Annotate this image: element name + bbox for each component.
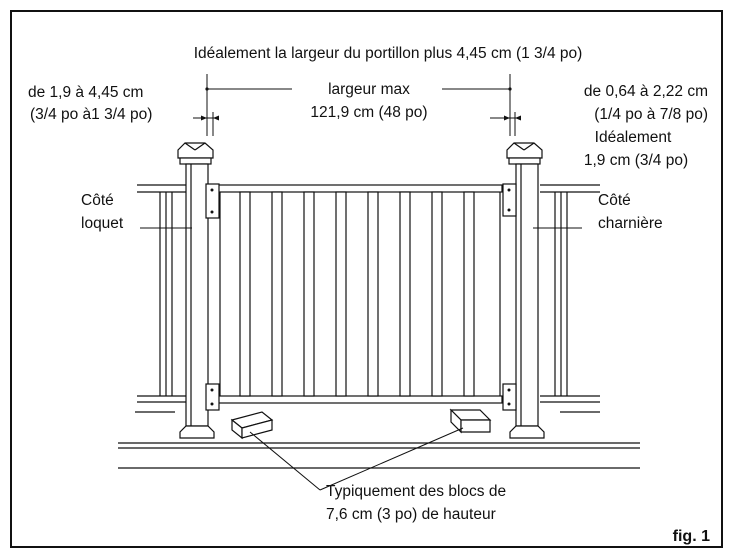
left-gap-line2: (3/4 po à1 3/4 po) (30, 106, 152, 123)
deck (118, 411, 640, 469)
hinge-hardware (502, 183, 517, 411)
right-railing (540, 184, 600, 403)
left-post (177, 142, 215, 439)
max-width-line1: largeur max (328, 81, 410, 98)
latch-side-line1: Côté (81, 192, 114, 209)
latch-side-line2: loquet (81, 215, 124, 232)
figure-number: fig. 1 (673, 528, 710, 545)
hinge-side-line1: Côté (598, 192, 631, 209)
gate-panel (217, 184, 503, 404)
hinge-side-line2: charnière (598, 215, 663, 232)
figure-border (10, 10, 723, 548)
left-gap-line1: de 1,9 à 4,45 cm (28, 84, 143, 101)
blocks-line2: 7,6 cm (3 po) de hauteur (326, 506, 496, 523)
support-block-right (449, 408, 492, 434)
right-gap-line2: (1/4 po à 7/8 po) (594, 106, 708, 123)
ideal-line1: Idéalement (595, 129, 672, 146)
left-railing (137, 184, 188, 403)
top-dimension-label: Idéalement la largeur du portillon plus … (194, 45, 583, 62)
ideal-line2: 1,9 cm (3/4 po) (584, 152, 688, 169)
leader-lines (140, 227, 582, 491)
latch-hardware (205, 183, 220, 411)
right-post (506, 142, 545, 439)
right-gap-line1: de 0,64 à 2,22 cm (584, 83, 708, 100)
max-width-line2: 121,9 cm (48 po) (310, 104, 427, 121)
support-block-left (230, 411, 274, 440)
blocks-line1: Typiquement des blocs de (326, 483, 506, 500)
